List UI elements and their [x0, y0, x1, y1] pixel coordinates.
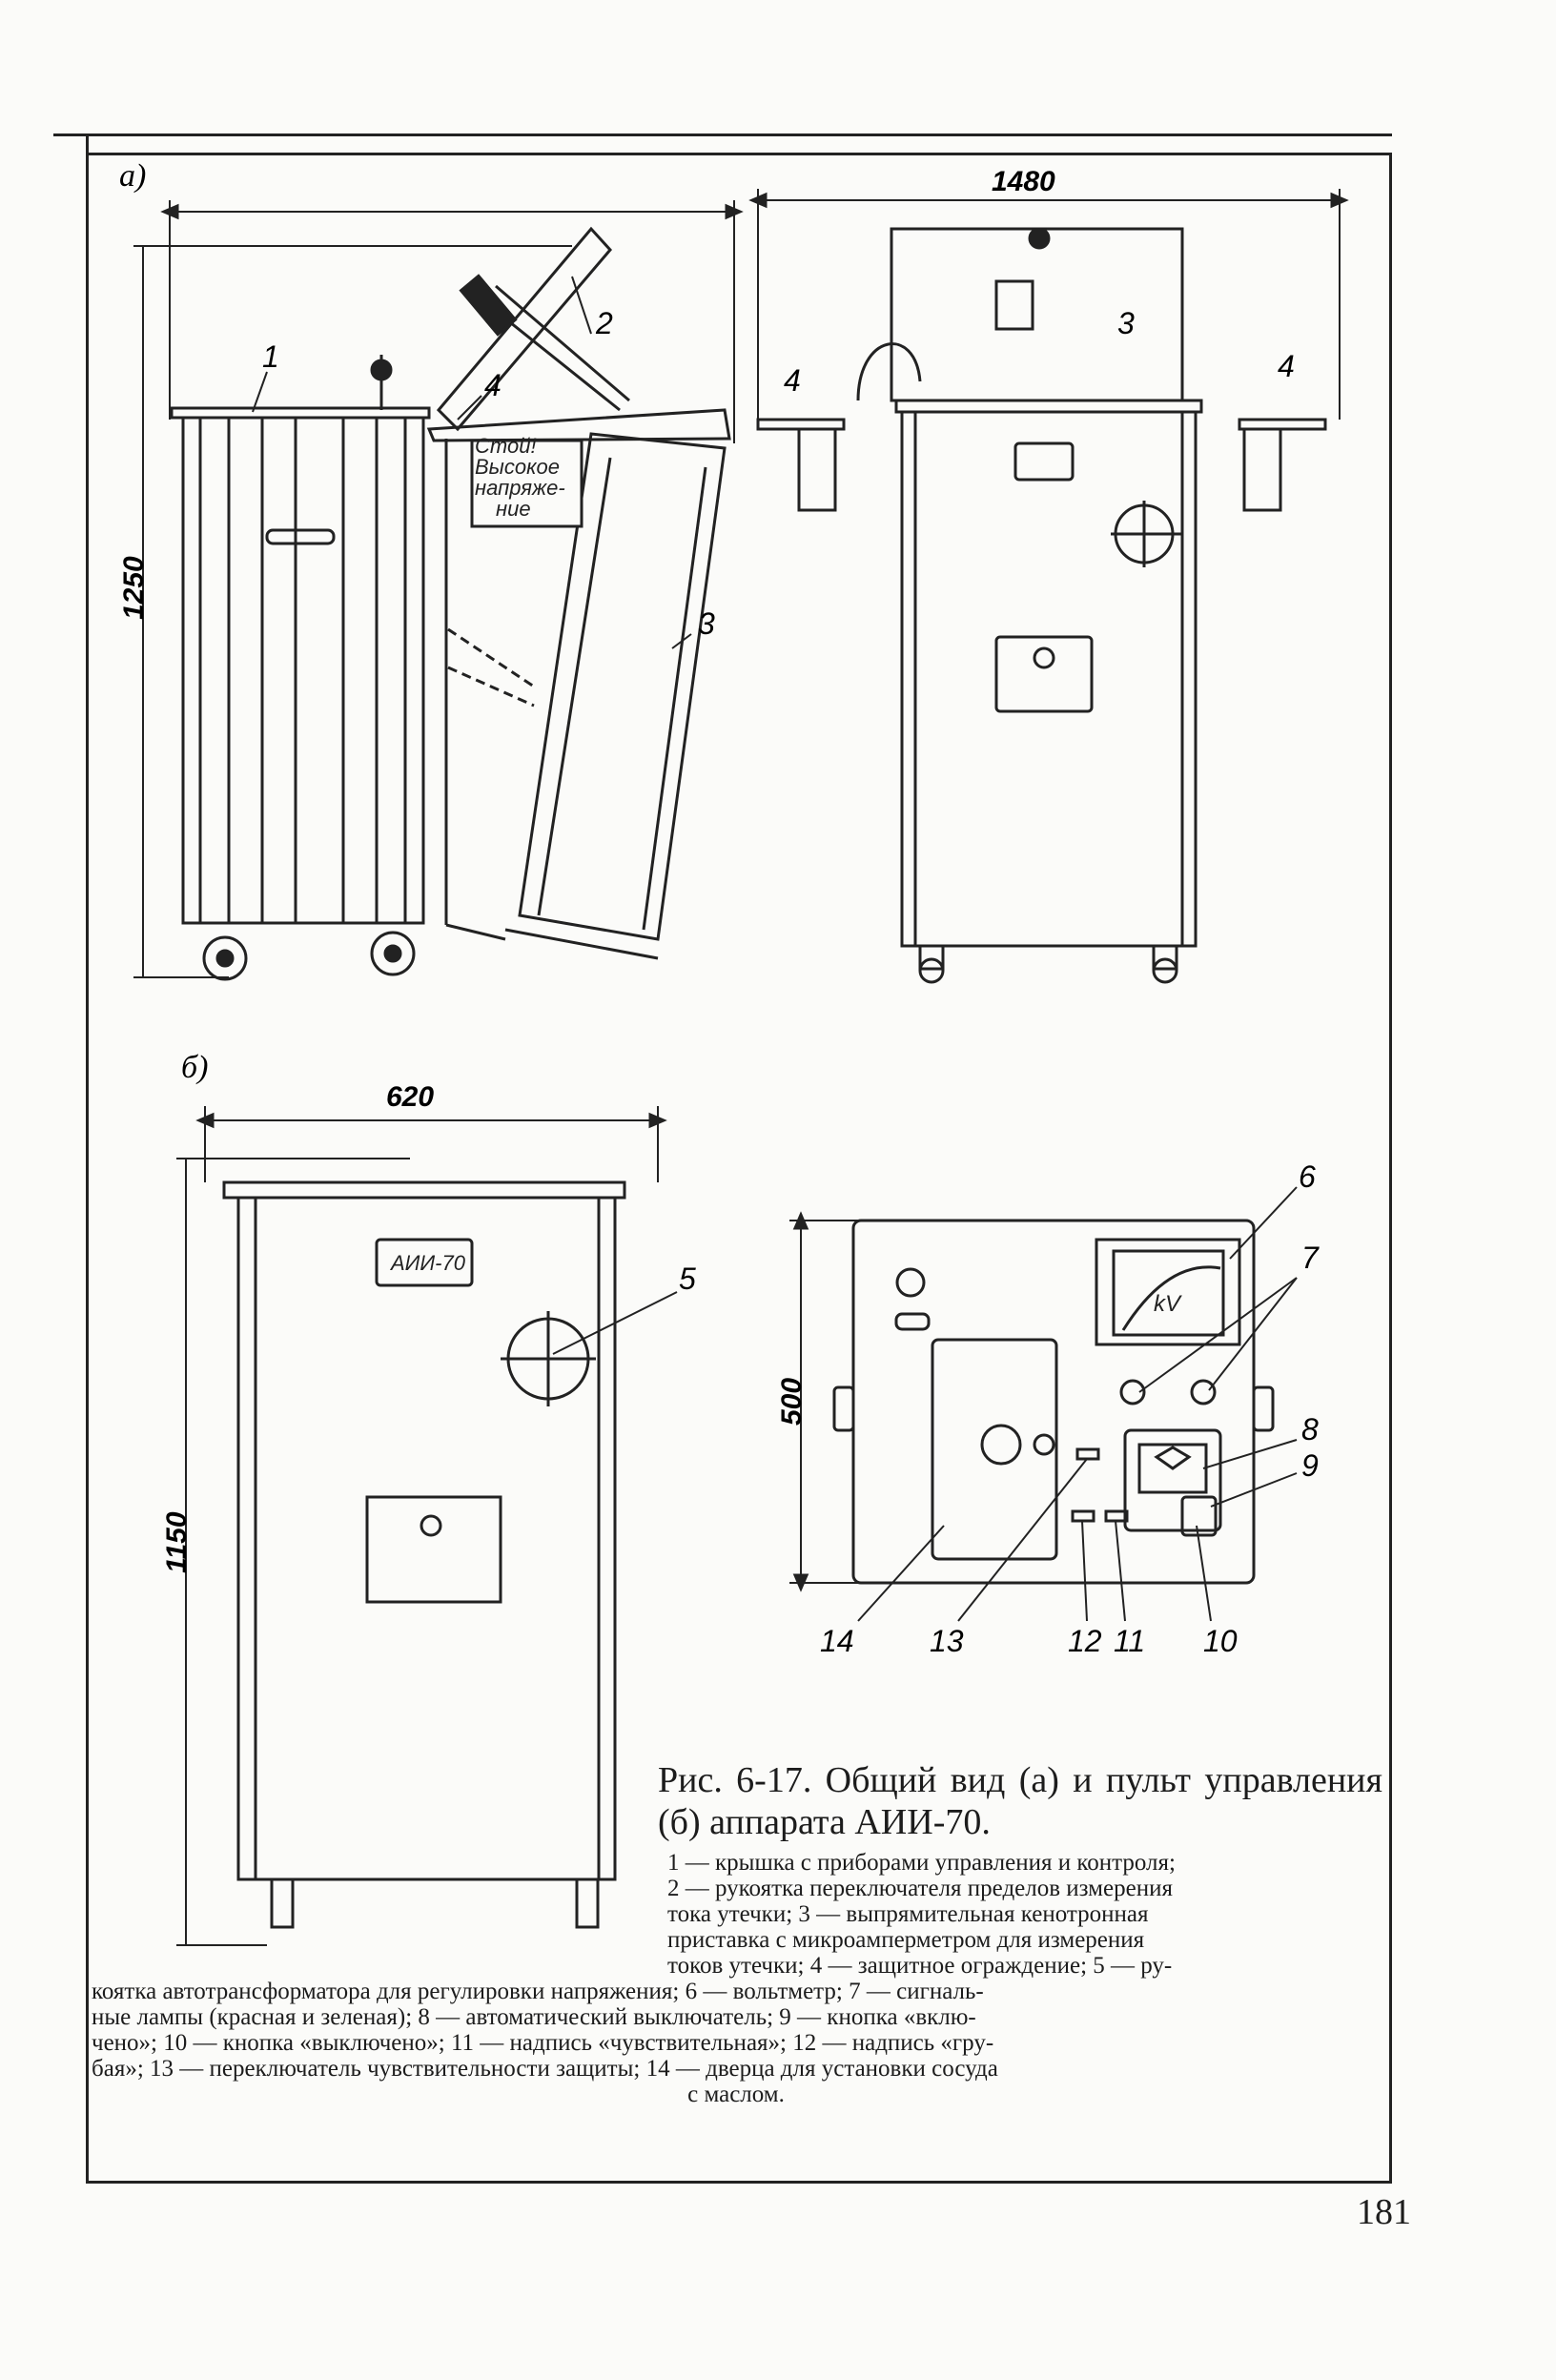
callout-6: 6	[1299, 1159, 1316, 1194]
warning-sign-line-1: Стой!	[475, 434, 537, 458]
callout-12: 12	[1068, 1624, 1102, 1658]
callout-3: 3	[698, 606, 715, 641]
legend-line: токов утечки; 4 — защитное ограждение; 5…	[667, 1953, 1173, 1979]
dimension-620: 620	[386, 1081, 434, 1113]
callout-7: 7	[1301, 1241, 1320, 1275]
figure-frame-top	[53, 133, 1392, 136]
panel-a-label: а)	[119, 158, 146, 194]
dimension-1250: 1250	[118, 556, 150, 620]
legend-line: 2 — рукоятка переключателя пределов изме…	[667, 1876, 1173, 1901]
leader-lines	[252, 276, 1298, 1622]
figure-frame	[86, 153, 1392, 2184]
callout-4-right: 4	[1278, 349, 1295, 383]
legend-line: коятка автотрансформатора для регулировк…	[92, 1979, 984, 2004]
callout-9: 9	[1301, 1448, 1319, 1483]
front-view-apparatus	[748, 189, 1349, 984]
panel-b-label: б)	[181, 1050, 208, 1085]
callout-11: 11	[1114, 1624, 1145, 1658]
side-view-apparatus	[133, 200, 744, 981]
warning-sign-line-3: напряже-	[475, 476, 565, 500]
legend-line: тока утечки; 3 — выпрямительная кенотрон…	[667, 1901, 1149, 1927]
legend-line: приставка с микроамперметром для измерен…	[667, 1927, 1145, 1953]
dimension-1480: 1480	[992, 166, 1055, 197]
callout-13: 13	[930, 1624, 964, 1658]
legend-line: бая»; 13 — переключатель чувствительност…	[92, 2056, 998, 2082]
callout-8: 8	[1301, 1412, 1319, 1446]
legend-line: 1 — крышка с приборами управления и конт…	[667, 1850, 1176, 1876]
legend-line: чено»; 10 — кнопка «выключено»; 11 — над…	[92, 2030, 994, 2056]
legend-line: ные лампы (красная и зеленая); 8 — автом…	[92, 2004, 976, 2030]
warning-sign-line-4: ние	[496, 497, 531, 521]
page-number: 181	[1357, 2192, 1411, 2232]
callout-5: 5	[679, 1262, 696, 1296]
callout-4-left: 4	[784, 363, 801, 398]
figure-caption: Рис. 6-17. Общий вид (а) и пульт управле…	[658, 1760, 1382, 1842]
callout-1: 1	[262, 339, 279, 374]
dimension-500: 500	[776, 1378, 808, 1426]
nameplate-label: АИИ-70	[389, 1251, 466, 1275]
callout-14: 14	[820, 1624, 854, 1658]
callout-3-front: 3	[1117, 306, 1135, 340]
cabinet-view	[176, 1106, 667, 1946]
callout-4-side: 4	[484, 368, 502, 402]
dimension-1150: 1150	[161, 1511, 193, 1573]
control-panel-view	[789, 1211, 1275, 1592]
figure-legend: 1 — крышка с приборами управления и конт…	[92, 1850, 1381, 2107]
warning-sign-line-2: Высокое	[475, 455, 560, 479]
callout-2: 2	[595, 306, 613, 340]
meter-unit-label: kV	[1154, 1291, 1182, 1317]
legend-line: с маслом.	[687, 2082, 785, 2107]
callout-10: 10	[1203, 1624, 1238, 1658]
